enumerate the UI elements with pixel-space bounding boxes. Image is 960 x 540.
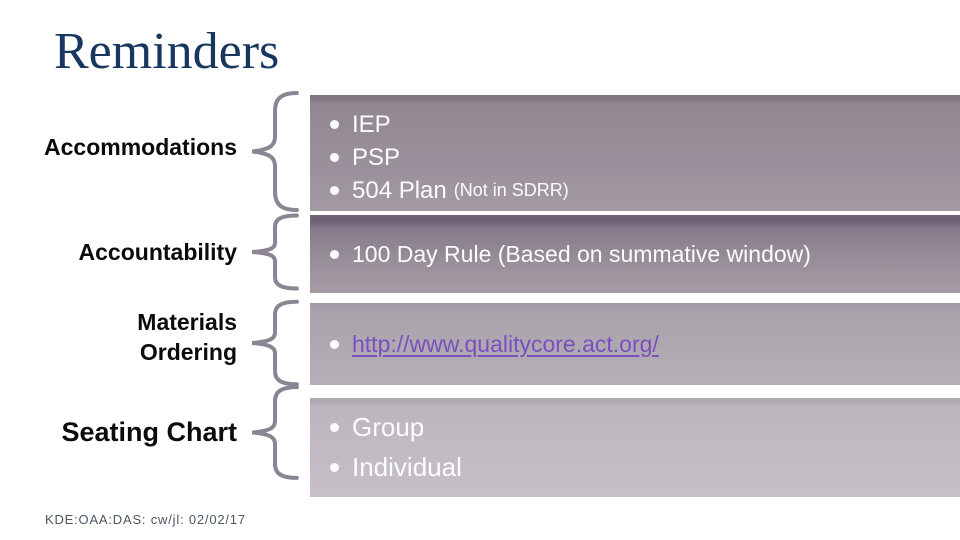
list-item-text: 100 Day Rule (Based on summative window) [352,240,811,267]
list-item-text: Group [352,412,425,442]
content-box-materials-ordering: http://www.qualitycore.act.org/ [310,303,960,385]
label-line: Materials [137,309,237,335]
bullet-icon [330,120,339,129]
content-box-accommodations: IEP PSP 504 Plan (Not in SDRR) [310,95,960,211]
list-item-text: Individual [352,452,462,482]
curly-brace-icon [247,299,301,387]
list-item: Individual [330,448,960,488]
list-item-text: PSP [352,143,401,171]
curly-brace-icon [247,384,301,481]
bullet-icon [330,339,339,349]
bullet-icon [330,463,339,472]
curly-brace-icon [247,213,301,291]
footer-code: KDE:OAA:DAS: cw/jl: 02/02/17 [45,512,246,527]
bullet-icon [330,153,339,162]
bullet-icon [330,249,339,259]
content-box-seating-chart: Group Individual [310,398,960,497]
list-item-text: 504 Plan [352,176,447,204]
list-item: PSP [330,141,960,174]
row-label-accommodations: Accommodations [44,134,237,160]
bullet-icon [330,423,339,432]
row-label-materials-ordering: Materials Ordering [0,307,237,367]
label-line: Ordering [139,339,237,365]
list-item: IEP [330,108,960,141]
qualitycore-link[interactable]: http://www.qualitycore.act.org/ [352,330,659,357]
row-label-seating-chart: Seating Chart [61,417,237,447]
list-item-note: (Not in SDRR) [453,180,569,200]
row-label-accountability: Accountability [78,239,237,265]
bullet-icon [330,186,339,195]
list-item: 100 Day Rule (Based on summative window) [330,241,960,268]
list-item: http://www.qualitycore.act.org/ [330,331,960,358]
content-box-accountability: 100 Day Rule (Based on summative window) [310,215,960,293]
list-item: Group [330,408,960,448]
slide-title: Reminders [54,23,280,80]
curly-brace-icon [247,89,301,214]
list-item-text: IEP [352,110,391,138]
list-item: 504 Plan (Not in SDRR) [330,174,960,207]
